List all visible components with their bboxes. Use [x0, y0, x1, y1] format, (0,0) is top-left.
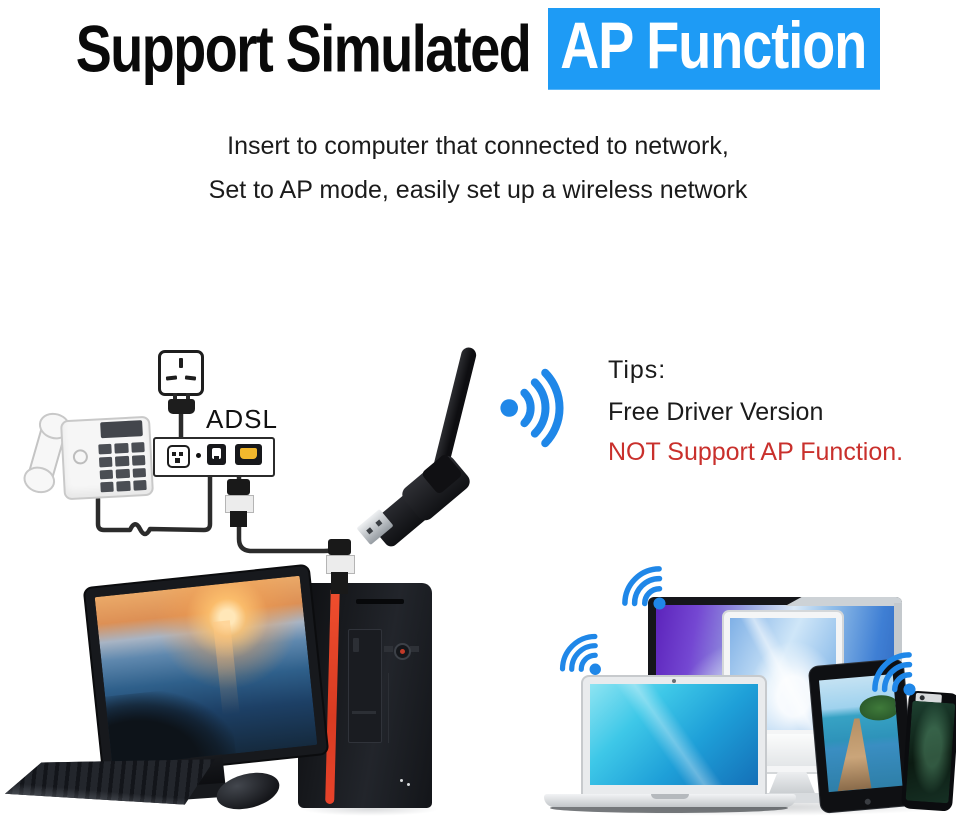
modem-phone-port-icon [207, 444, 226, 465]
tower-power-button [394, 643, 411, 660]
monitor-screen-sunset [94, 575, 318, 767]
tower-accent-stripe [325, 585, 340, 805]
laptop-camera-dot [672, 679, 676, 683]
modem-wan-port-icon [235, 444, 262, 465]
smartphone-device [900, 690, 956, 812]
tips-line-1: Free Driver Version [608, 398, 824, 426]
tower-logo [400, 779, 414, 787]
adsl-modem [153, 437, 275, 477]
tablet-home-button [864, 798, 872, 805]
tv-bezel-silver [785, 597, 902, 606]
adapter-antenna [432, 345, 478, 474]
phone-body [59, 415, 155, 501]
title-text: Support Simulated [75, 12, 532, 86]
keyboard [5, 759, 215, 805]
power-plug [168, 399, 195, 414]
title-highlight-badge: AP Function [548, 8, 881, 90]
wifi-signal-icon [498, 368, 578, 448]
phone-keypad [98, 442, 147, 493]
outlet-ground-slot [179, 358, 183, 368]
plug-prong-right [186, 393, 190, 401]
tower-panel-line [388, 673, 389, 743]
tower-button-left [384, 646, 393, 652]
tv-bezel-silver-side [894, 603, 902, 677]
power-outlet-icon [158, 350, 204, 396]
laptop-screen [590, 684, 758, 785]
tips-warning-line: NOT Support AP Function. [608, 438, 904, 466]
wifi-signal-icon [545, 619, 619, 693]
subtitle: Insert to computer that connected to net… [0, 132, 956, 220]
laptop-base [544, 794, 796, 807]
header: Support Simulated AP Function [0, 8, 956, 90]
usb-wifi-adapter [352, 338, 512, 568]
tips-block: Tips: Free Driver Version NOT Support AP… [608, 356, 903, 467]
modem-power-port-icon [167, 445, 190, 468]
phone-speaker [72, 449, 89, 465]
phone-display [100, 420, 143, 439]
smartphone-screen [905, 700, 956, 804]
subtitle-line-2: Set to AP mode, easily set up a wireless… [208, 176, 748, 204]
outlet-slot-right [184, 375, 197, 381]
desktop-monitor [82, 563, 330, 779]
outlet-slot-left [165, 375, 178, 381]
tower-vent-slot [356, 599, 404, 604]
tablet-pier [822, 705, 903, 792]
imac-stand [768, 772, 816, 796]
laptop-device [581, 675, 767, 797]
ethernet-cable [236, 523, 342, 554]
wifi-signal-icon [857, 637, 935, 715]
tower-button-right [410, 646, 419, 652]
adsl-label: ADSL [206, 404, 278, 434]
wifi-signal-icon [607, 551, 685, 629]
tips-heading: Tips: [608, 356, 667, 384]
modem-indicator-dot [196, 453, 201, 458]
plug-prong-left [173, 393, 177, 401]
laptop-shadow [550, 803, 788, 813]
landline-telephone [24, 412, 155, 504]
subtitle-line-1: Insert to computer that connected to net… [227, 132, 729, 160]
optical-drive [348, 629, 382, 743]
